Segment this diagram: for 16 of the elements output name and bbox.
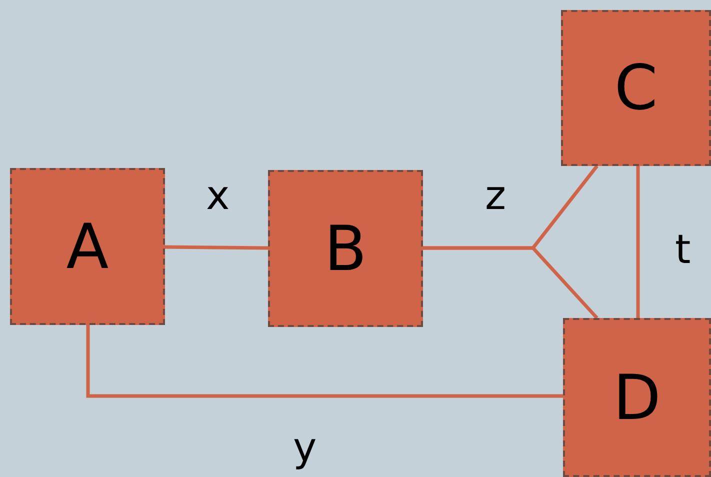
node-label: C: [614, 57, 658, 119]
connector-line: [423, 246, 598, 320]
process-box: [561, 10, 711, 166]
edge-label: y: [293, 428, 317, 468]
process-box: [10, 168, 165, 325]
node-label: A: [66, 216, 109, 278]
connector-line: [164, 245, 268, 250]
edge-label: x: [206, 176, 230, 216]
node-label: D: [613, 366, 661, 428]
edge-label: t: [675, 230, 691, 270]
process-box: [268, 170, 423, 327]
edge-label: z: [485, 176, 506, 216]
node-label: B: [324, 218, 367, 280]
process-box: [563, 318, 711, 477]
connector-line: [86, 325, 563, 398]
connector-line: [636, 166, 640, 318]
